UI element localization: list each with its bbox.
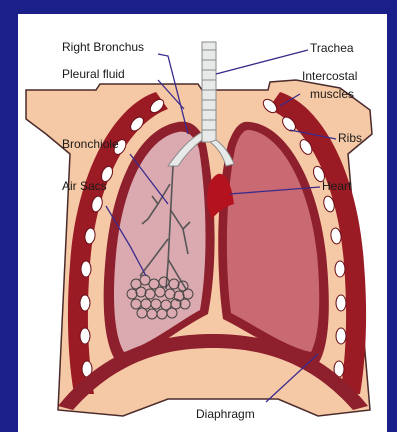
trachea-pointer <box>216 50 308 74</box>
label-air-sacs: Air Sacs <box>62 179 107 193</box>
label-right-bronchus: Right Bronchus <box>62 40 144 54</box>
label-diaphragm: Diaphragm <box>196 407 255 421</box>
label-bronchiole: Bronchiole <box>62 137 119 151</box>
label-intercostal-line1: Intercostal <box>302 69 357 83</box>
label-heart: Heart <box>322 179 352 193</box>
label-intercostal-line2: muscles <box>310 87 354 101</box>
diagram-frame: Right Bronchus Pleural fluid Bronchiole … <box>18 14 387 432</box>
trachea <box>202 42 216 142</box>
label-pleural-fluid: Pleural fluid <box>62 67 125 81</box>
label-trachea: Trachea <box>310 41 354 55</box>
lungs-diagram: Right Bronchus Pleural fluid Bronchiole … <box>18 14 387 432</box>
label-ribs: Ribs <box>338 131 362 145</box>
